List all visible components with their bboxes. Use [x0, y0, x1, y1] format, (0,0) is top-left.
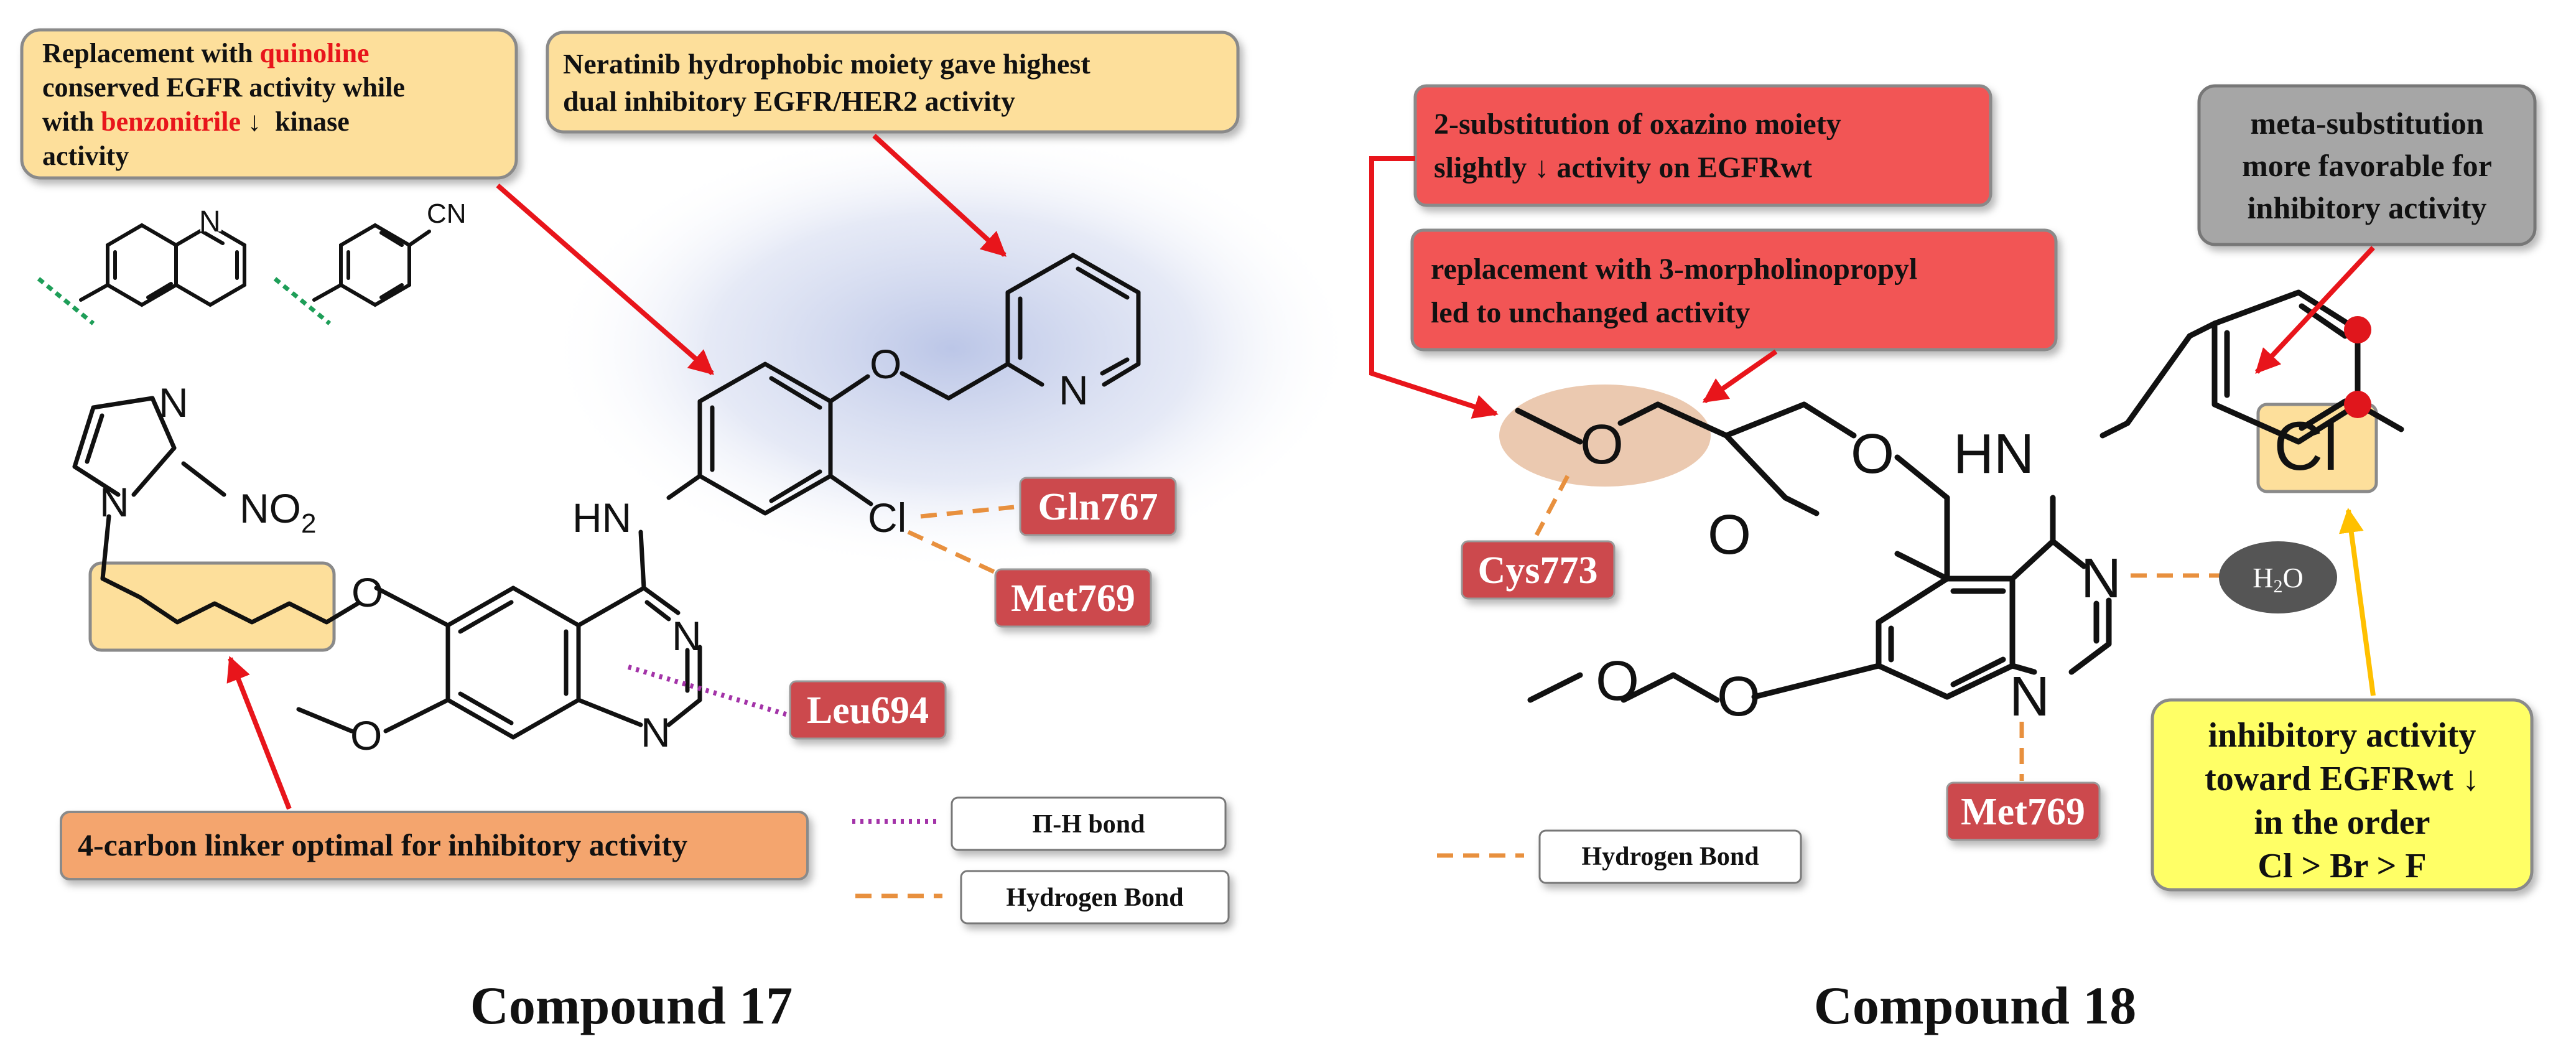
compound-18-atoms: O O O O O HN N N Cl [1580, 408, 2338, 728]
quinoline-note-line3: with benzonitrile ↓ kinase [42, 106, 350, 137]
quinoline-attachment-bond [37, 277, 95, 325]
compound-17-panel: Replacement with quinoline conserved EGF… [20, 28, 1356, 1035]
ethoxy-o1-atom: O [1596, 650, 1639, 712]
quinoline-n-mask [200, 207, 221, 231]
pyrimidine-n3-atom: N [2081, 548, 2121, 610]
pyrimidine-n1-atom: N [2009, 666, 2050, 728]
neratinib-note-box [546, 30, 1240, 134]
quinoline-n-atom: N [199, 205, 221, 238]
linker-note-arrow [226, 656, 292, 810]
oxazino-note-line1: 2-substitution of oxazino moiety [1434, 108, 1841, 141]
quinazoline-n3-atom: N [672, 613, 702, 659]
meta-note-line3: inhibitory activity [2248, 190, 2487, 225]
compound-17-bonds [72, 253, 1141, 740]
met769-label-18: Met769 [1961, 791, 2085, 833]
gln767-label: Gln767 [1038, 486, 1158, 528]
ether-o-atom: O [351, 569, 383, 615]
neratinib-note-line1: Neratinib hydrophobic moiety gave highes… [563, 48, 1090, 80]
linker-note-text: 4-carbon linker optimal for inhibitory a… [78, 828, 687, 862]
cys773-label: Cys773 [1478, 549, 1598, 592]
legend-hbond-box-17 [960, 870, 1230, 925]
imidazole-n3-atom: N [159, 380, 188, 426]
quinoline-note-line1: Replacement with quinoline [42, 38, 370, 68]
ethoxy-o2-atom: O [1717, 666, 1760, 728]
methoxy-highlight-ellipse [1499, 385, 1711, 487]
order-note-line2: toward EGFRwt ↓ [2205, 760, 2480, 798]
methoxy-o-atom: O [350, 712, 382, 758]
pyridine-n-atom: N [1059, 367, 1089, 413]
cys773-hbond [1534, 475, 1570, 536]
quinazoline-n1-atom: N [641, 709, 671, 755]
oxazino-note-box [1413, 84, 1992, 207]
nitrile-cn-label: CN [427, 198, 467, 229]
neratinib-note-arrow [872, 134, 1007, 257]
legend-hbond-label-18: Hydrogen Bond [1581, 842, 1759, 871]
gln767-residue-box [1019, 477, 1177, 536]
anilino-hn-label: HN [572, 495, 631, 541]
gln767-hbond [920, 505, 1015, 519]
order-note-line3: in the order [2254, 803, 2430, 842]
leu694-label: Leu694 [807, 689, 929, 732]
linker-note-box [60, 811, 809, 880]
met769-residue-box-18 [1946, 781, 2101, 841]
oxazino-note-arrow [1369, 156, 1499, 419]
meta-note-line1: meta-substitution [2250, 106, 2483, 141]
compound-17-title: Compound 17 [470, 976, 793, 1035]
legend-pi-label: Π-H bond [1033, 810, 1145, 839]
chlorine-highlight-box [2256, 403, 2378, 493]
benzyloxy-o-atom: O [870, 341, 901, 387]
meta-position-dot [2344, 316, 2371, 343]
dioxane-o2-atom: O [1708, 504, 1751, 566]
dioxane-o1-atom: O [1851, 423, 1894, 485]
hydrophobic-glow [547, 124, 1356, 572]
meta-note-line2: more favorable for [2242, 148, 2492, 183]
leu694-residue-box [789, 680, 947, 740]
cys773-residue-box [1461, 540, 1616, 600]
legend-hbond-box-18 [1538, 829, 1802, 884]
water-label: H2O [2253, 562, 2303, 597]
halogen-order-note-box [2151, 698, 2534, 892]
chlorine-atom-18: Cl [2274, 408, 2338, 485]
legend-pi-box [951, 796, 1227, 851]
water-molecule [2219, 541, 2337, 613]
neratinib-note-line2: dual inhibitory EGFR/HER2 activity [563, 85, 1015, 117]
quinoline-note-arrow [496, 183, 715, 376]
quinoline-note-box [20, 28, 518, 180]
benzonitrile-attachment-bond [273, 277, 332, 325]
quinoline-note-line4: activity [42, 141, 129, 171]
morpholinopropyl-note-box [1410, 228, 2058, 352]
nitro-group-label: NO2 [239, 485, 316, 539]
legend-hbond-label-17: Hydrogen Bond [1006, 883, 1183, 912]
benzonitrile-fragment [312, 223, 431, 307]
imidazole-n1-atom: N [100, 479, 129, 525]
met769-hbond [907, 529, 997, 575]
morpholinopropyl-note-arrow [1702, 349, 1778, 404]
meta-substitution-note-box [2197, 84, 2537, 246]
morpholinopropyl-note-line2: led to unchanged activity [1431, 296, 1750, 329]
chloro-position-dot [2344, 391, 2371, 418]
anilino-hn-label-18: HN [1953, 423, 2034, 485]
compound-18-title: Compound 18 [1814, 976, 2137, 1035]
compound-18-bonds [1515, 289, 2404, 703]
halogen-order-arrow [2338, 508, 2376, 696]
chlorine-atom: Cl [868, 495, 906, 541]
order-note-line1: inhibitory activity [2208, 716, 2476, 755]
quinoline-note-line2: conserved EGFR activity while [42, 72, 405, 103]
oxazino-note-line2: slightly ↓ activity on EGFRwt [1434, 151, 1812, 184]
morpholinopropyl-note-line1: replacement with 3-morpholinopropyl [1431, 253, 1917, 286]
compound-18-panel: 2-substitution of oxazino moiety slightl… [1369, 84, 2537, 1035]
met769-residue-box [994, 568, 1152, 628]
order-note-line4: Cl > Br > F [2257, 847, 2426, 885]
met769-label: Met769 [1011, 577, 1135, 620]
meta-note-arrow [2255, 246, 2375, 374]
leu694-pi-h-bond [627, 664, 791, 718]
compound-17-atoms: N N NO2 O O N N HN Cl O N [100, 341, 1089, 758]
methoxy-o-atom-18: O [1580, 414, 1624, 476]
